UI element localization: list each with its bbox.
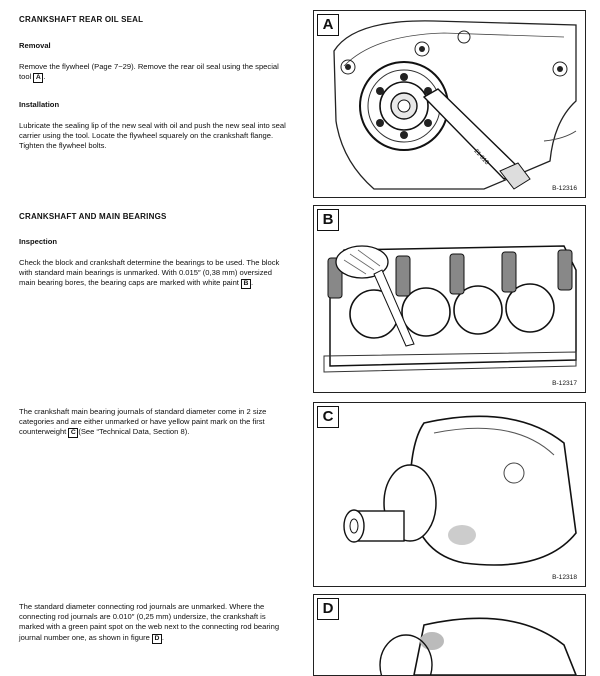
removal-text: Remove the flywheel (Page 7−29). Remove … <box>19 62 279 82</box>
journals-text: The crankshaft main bearing journals of … <box>19 407 267 437</box>
crankshaft-illustration <box>343 415 577 566</box>
inspection-heading: Inspection <box>19 237 57 246</box>
figure-a-label: A <box>317 14 339 36</box>
figure-ref-b: B <box>241 279 251 290</box>
bearings-section-title: CRANKSHAFT AND MAIN BEARINGS <box>19 212 167 221</box>
figure-ref-c: C <box>68 428 79 439</box>
crankshaft-marking-illustration <box>379 617 577 675</box>
figure-ref-a: A <box>33 73 44 84</box>
rod-journals-paragraph: The standard diameter connecting rod jou… <box>19 602 290 644</box>
figure-c-label: C <box>317 406 339 428</box>
removal-heading: Removal <box>19 41 51 50</box>
inspection-paragraph: Check the block and crankshaft determine… <box>19 258 280 290</box>
engine-block-illustration <box>323 245 577 373</box>
figure-d: D <box>313 594 586 676</box>
figure-a-code: B-12316 <box>552 185 577 192</box>
figure-b-code: B-12317 <box>552 380 577 387</box>
figure-a: 21-018 A B-12316 <box>313 10 586 198</box>
installation-heading: Installation <box>19 100 60 109</box>
removal-paragraph: Remove the flywheel (Page 7−29). Remove … <box>19 62 279 84</box>
installation-text: Lubricate the sealing lip of the new sea… <box>19 121 286 151</box>
figure-c: C B-12318 <box>313 402 586 587</box>
figure-ref-d: D <box>151 633 162 644</box>
figure-c-code: B-12318 <box>552 574 577 581</box>
rod-tail: . <box>161 632 165 642</box>
rod-text: The standard diameter connecting rod jou… <box>19 602 280 642</box>
figure-d-label: D <box>317 598 339 620</box>
figure-b-label: B <box>317 209 339 231</box>
inspection-text: Check the block and crankshaft determine… <box>19 258 280 288</box>
journals-tail: (See “Technical Data, Section 8). <box>78 427 190 437</box>
seal-section-title: CRANKSHAFT REAR OIL SEAL <box>19 15 144 24</box>
journals-paragraph: The crankshaft main bearing journals of … <box>19 407 290 439</box>
figure-b: B B-12317 <box>313 205 586 393</box>
flywheel-seal-illustration: 21-018 <box>333 20 577 190</box>
